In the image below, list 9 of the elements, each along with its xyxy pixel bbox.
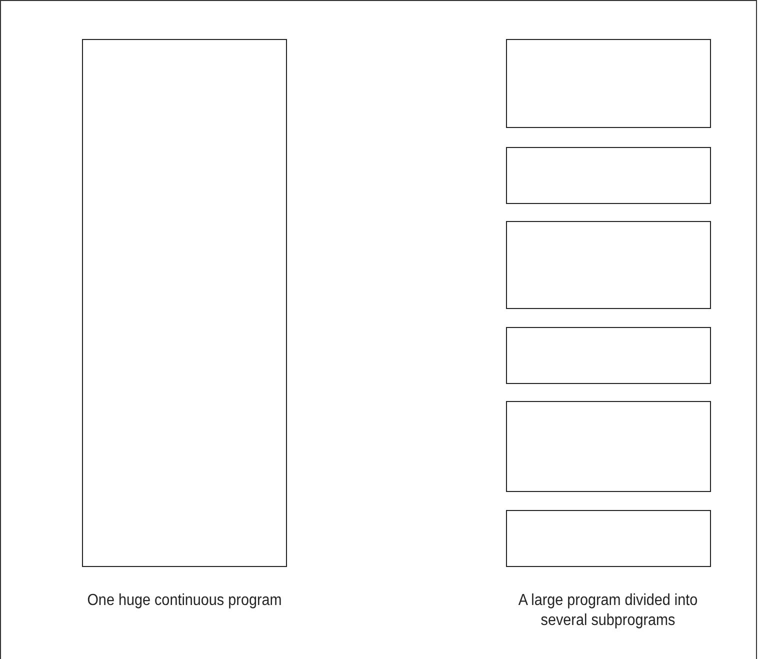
program-box <box>506 327 711 384</box>
program-box <box>506 510 711 567</box>
program-box <box>82 39 287 567</box>
program-box <box>506 147 711 204</box>
program-box <box>506 221 711 309</box>
caption: A large program divided into several subprograms <box>517 591 699 631</box>
node-label: One huge continuous program <box>86 591 283 611</box>
program-box <box>506 39 711 128</box>
program-box <box>506 401 711 492</box>
